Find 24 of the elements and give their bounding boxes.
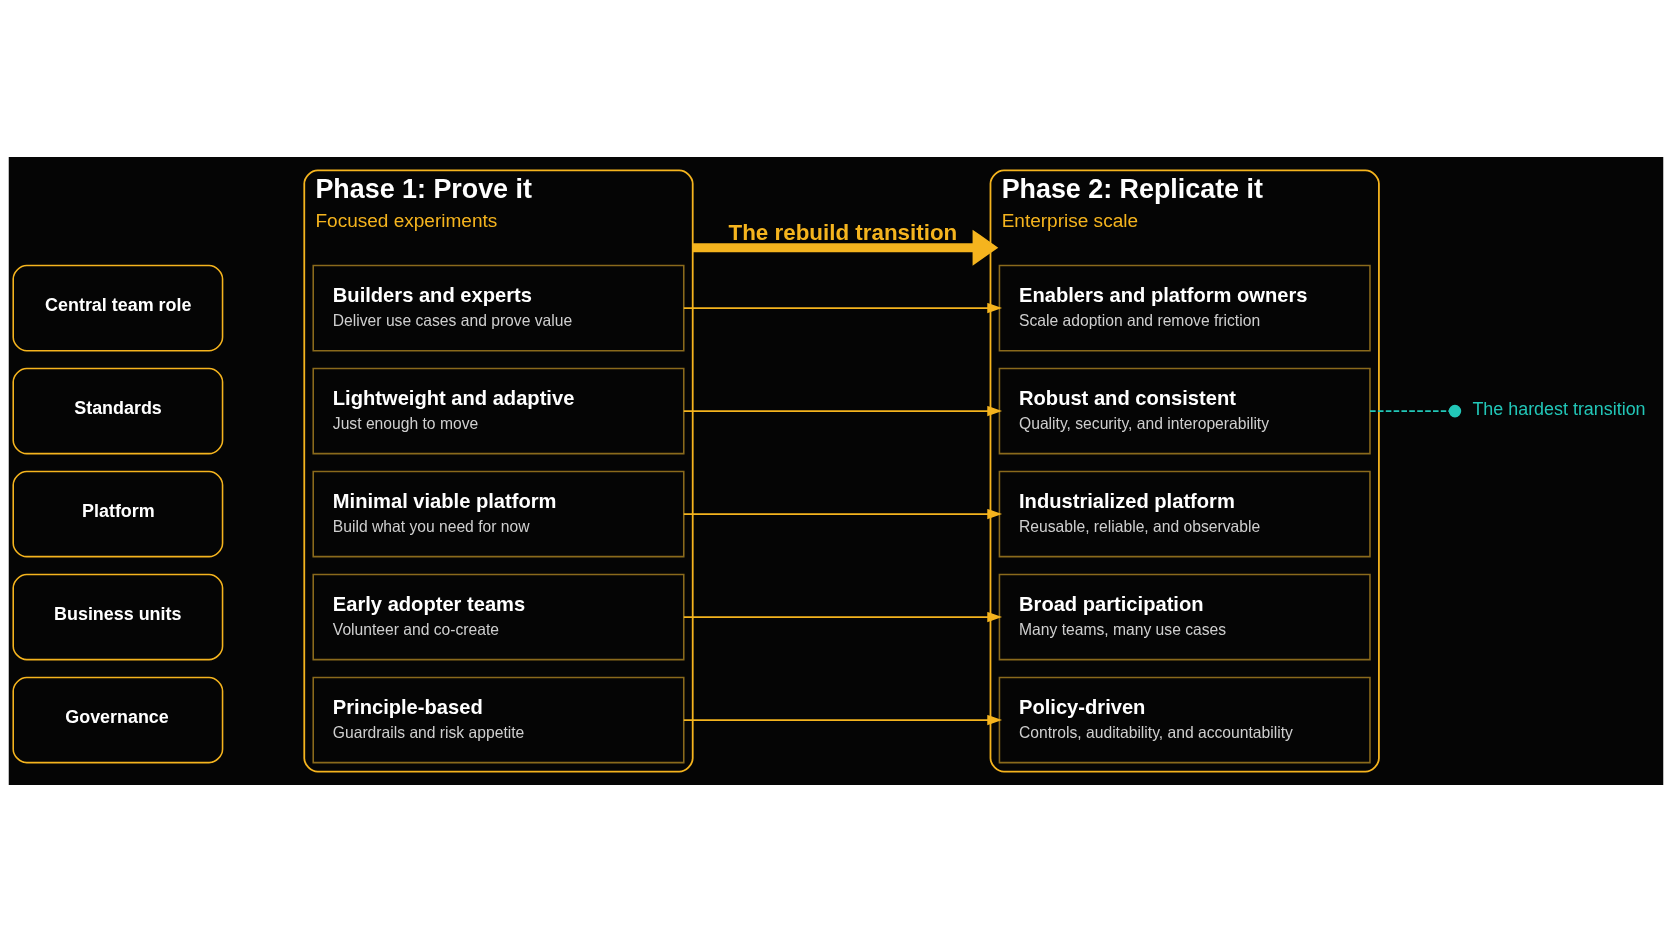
node-text: The hardest transition [1472,398,1646,419]
node-box: Robust and consistent Quality, security, and interoperability [998,367,1371,454]
arrow [682,508,1003,519]
edge-label: The rebuild transition [728,219,958,245]
node-box: Governance [12,676,224,763]
node-box: Standards [12,367,224,454]
node-box: Business units [12,573,224,660]
node-box: Builders and experts Deliver use cases and prove value [312,264,685,351]
node-box: Policy-driven Controls, auditability, and accountability [998,676,1371,763]
arrow [692,229,999,266]
node-box: Platform [12,470,224,557]
node-box: Lightweight and adaptive Just enough to move [312,367,685,454]
node-box: Industrialized platform Reusable, reliable, and observable [998,470,1371,557]
arrow [682,611,1003,622]
node-box: Minimal viable platform Build what you need for now [312,470,685,557]
arrow [682,714,1003,725]
arrow [682,302,1003,313]
connector [1369,404,1462,417]
node-box: Early adopter teams Volunteer and co-create [312,573,685,660]
node-box: Central team role [12,264,224,351]
node-box: Principle-based Guardrails and risk appetite [312,676,685,763]
node-box: Enablers and platform owners Scale adoption and remove friction [998,264,1371,351]
arrow [682,405,1003,416]
node-box: Broad participation Many teams, many use cases [998,573,1371,660]
